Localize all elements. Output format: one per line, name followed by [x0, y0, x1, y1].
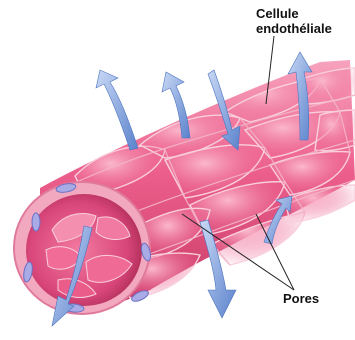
pores-label: Pores [283, 291, 319, 306]
endothelial-cell-label-line1: Cellule [256, 6, 332, 21]
endothelial-cell-label: Cellule endothéliale [256, 6, 332, 36]
flow-arrow-icon-1 [96, 70, 138, 150]
endothelial-cell-label-line2: endothéliale [256, 21, 332, 36]
